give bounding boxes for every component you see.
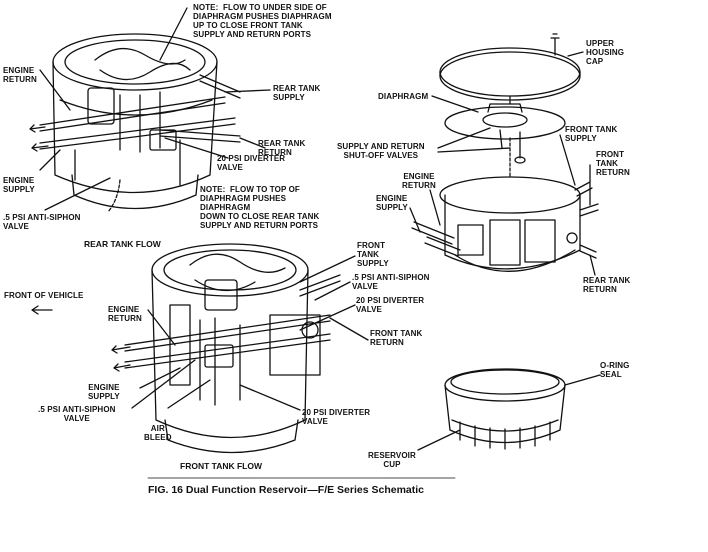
label-anti-siphon-front: .5 PSI ANTI-SIPHON VALVE (352, 273, 430, 291)
label-diverter-valve-rear: 20 PSI DIVERTER VALVE (217, 154, 286, 172)
label-front-of-vehicle: FRONT OF VEHICLE (4, 291, 84, 300)
figure-caption: FIG. 16 Dual Function Reservoir—F/E Seri… (148, 484, 425, 496)
rear-flow-assembly (29, 7, 271, 213)
label-rear-tank-return-exploded: REAR TANK RETURN (583, 276, 631, 294)
label-anti-siphon-rear: .5 PSI ANTI-SIPHON VALVE (3, 213, 81, 231)
exploded-view (409, 33, 601, 451)
label-diverter-valve-front: 20 PSI DIVERTER VALVE (356, 296, 425, 314)
label-diverter-valve-front-bottom: 20 PSI DIVERTER VALVE (302, 408, 371, 426)
note-mid: NOTE: FLOW TO TOP OF DIAPHRAGM PUSHES DI… (200, 185, 320, 230)
label-reservoir-cup: RESERVOIR CUP (368, 451, 416, 469)
heading-rear-tank-flow: REAR TANK FLOW (84, 239, 161, 249)
label-air-bleed: AIR BLEED (144, 424, 172, 442)
label-anti-siphon-front-left: .5 PSI ANTI-SIPHON VALVE (38, 405, 116, 423)
label-engine-supply-exploded: ENGINE SUPPLY (376, 194, 408, 212)
label-front-tank-supply-exploded: FRONT TANK SUPPLY (565, 125, 618, 143)
front-flow-assembly (111, 243, 369, 454)
label-diaphragm: DIAPHRAGM (378, 92, 429, 101)
note-top: NOTE: FLOW TO UNDER SIDE OF DIAPHRAGM PU… (193, 3, 332, 39)
label-shutoff-valves: SUPPLY AND RETURN SHUT-OFF VALVES (337, 142, 425, 160)
label-engine-return-exploded: ENGINE RETURN (402, 172, 436, 190)
label-engine-supply-front: ENGINE SUPPLY (88, 383, 120, 401)
label-engine-supply-rear: ENGINE SUPPLY (3, 176, 35, 194)
label-oring-seal: O-RING SEAL (600, 361, 630, 379)
label-front-tank-supply-front: FRONT TANK SUPPLY (357, 241, 389, 268)
label-rear-tank-supply: REAR TANK SUPPLY (273, 84, 321, 102)
label-engine-return-rear: ENGINE RETURN (3, 66, 37, 84)
label-engine-return-front: ENGINE RETURN (108, 305, 142, 323)
front-arrow (31, 305, 53, 315)
label-rear-tank-return-rear: REAR TANK RETURN (258, 139, 306, 157)
label-upper-housing-cap: UPPER HOUSING CAP (586, 39, 625, 66)
label-front-tank-return-exploded: FRONT TANK RETURN (596, 150, 630, 177)
label-front-tank-return-front: FRONT TANK RETURN (370, 329, 423, 347)
heading-front-tank-flow: FRONT TANK FLOW (180, 461, 262, 471)
